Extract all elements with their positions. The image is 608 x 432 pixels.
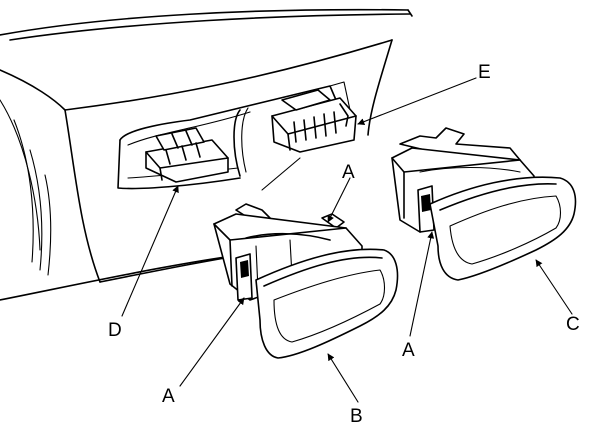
callout-d: D [108,320,122,341]
callout-a-bottom: A [162,386,175,407]
switch-c [391,127,577,281]
leader-a-mid [409,231,435,337]
callout-c: C [566,314,580,335]
connector-e [271,89,357,153]
leader-lines [121,77,573,403]
dashboard-panel [0,8,413,301]
switch-b [213,203,399,359]
callout-a-mid: A [402,340,415,361]
leader-e [357,77,477,125]
alignment-line [261,157,301,191]
leader-d [121,185,179,317]
callout-b: B [350,406,363,427]
callout-e: E [478,62,491,83]
leader-a-top [327,177,351,223]
leader-b [327,353,359,403]
connector-d [145,127,229,183]
leader-a-bottom [179,297,245,387]
leader-c [535,259,573,315]
callout-a-top: A [342,162,355,183]
callout-labels: E A D A C A B [108,62,580,427]
